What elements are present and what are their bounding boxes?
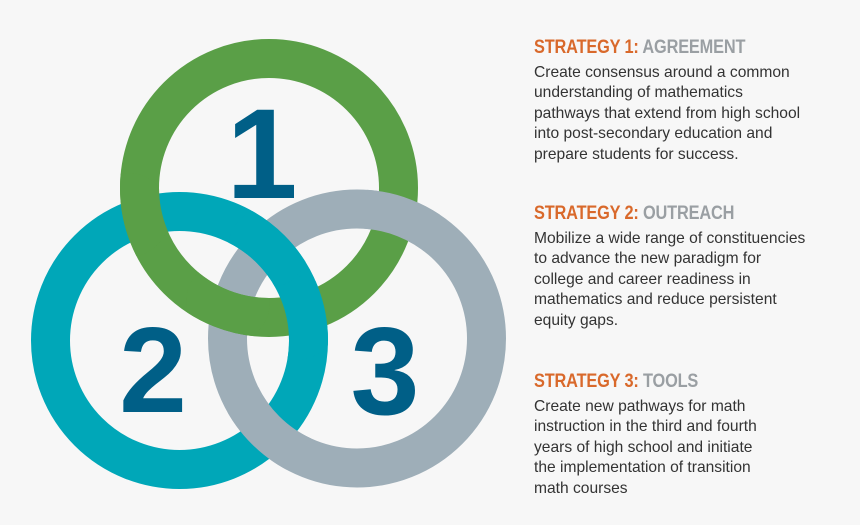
description-line: into post-secondary education and bbox=[534, 125, 773, 143]
description-line: mathematics and reduce persistent bbox=[534, 291, 777, 309]
description-line: Create consensus around a common bbox=[534, 64, 790, 81]
interlocking-rings-diagram: 1 2 3 bbox=[31, 39, 506, 489]
strategy-2-description: Mobilize a wide range of constituencies … bbox=[534, 229, 854, 331]
strategy-1-prefix: STRATEGY 1: bbox=[534, 37, 639, 58]
strategy-2-prefix: STRATEGY 2: bbox=[534, 203, 639, 224]
description-line: Create new pathways for math bbox=[534, 398, 746, 415]
ring-2-number: 2 bbox=[119, 302, 187, 438]
strategy-1-description: Create consensus around a common underst… bbox=[534, 63, 854, 165]
description-line: to advance the new paradigm for bbox=[534, 250, 762, 268]
strategy-2-heading: STRATEGY 2: OUTREACH bbox=[534, 204, 809, 224]
strategy-3-description: Create new pathways for math instruction… bbox=[534, 397, 854, 499]
description-line: prepare students for success. bbox=[534, 145, 739, 163]
strategy-1-heading: STRATEGY 1: AGREEMENT bbox=[534, 38, 809, 58]
strategy-1: STRATEGY 1: AGREEMENT Create consensus a… bbox=[534, 38, 854, 165]
description-line: understanding of mathematics bbox=[534, 84, 743, 102]
strategy-3-heading: STRATEGY 3: TOOLS bbox=[534, 372, 809, 392]
strategy-3: STRATEGY 3: TOOLS Create new pathways fo… bbox=[534, 372, 854, 499]
strategy-1-title: AGREEMENT bbox=[642, 37, 746, 58]
description-line: years of high school and initiate bbox=[534, 438, 753, 456]
description-line: math courses bbox=[534, 479, 628, 497]
description-line: college and career readiness in bbox=[534, 270, 751, 288]
strategy-3-title: TOOLS bbox=[643, 371, 699, 392]
ring-1-number: 1 bbox=[226, 83, 297, 226]
strategy-2-title: OUTREACH bbox=[643, 203, 735, 224]
description-line: pathways that extend from high school bbox=[534, 104, 801, 122]
description-line: Mobilize a wide range of constituencies bbox=[534, 230, 806, 247]
description-line: the implementation of transition bbox=[534, 459, 751, 477]
description-line: instruction in the third and fourth bbox=[534, 418, 757, 436]
description-line: equity gaps. bbox=[534, 311, 619, 329]
ring-3-number: 3 bbox=[351, 303, 420, 441]
strategy-2: STRATEGY 2: OUTREACH Mobilize a wide ran… bbox=[534, 204, 854, 331]
strategy-3-prefix: STRATEGY 3: bbox=[534, 371, 639, 392]
